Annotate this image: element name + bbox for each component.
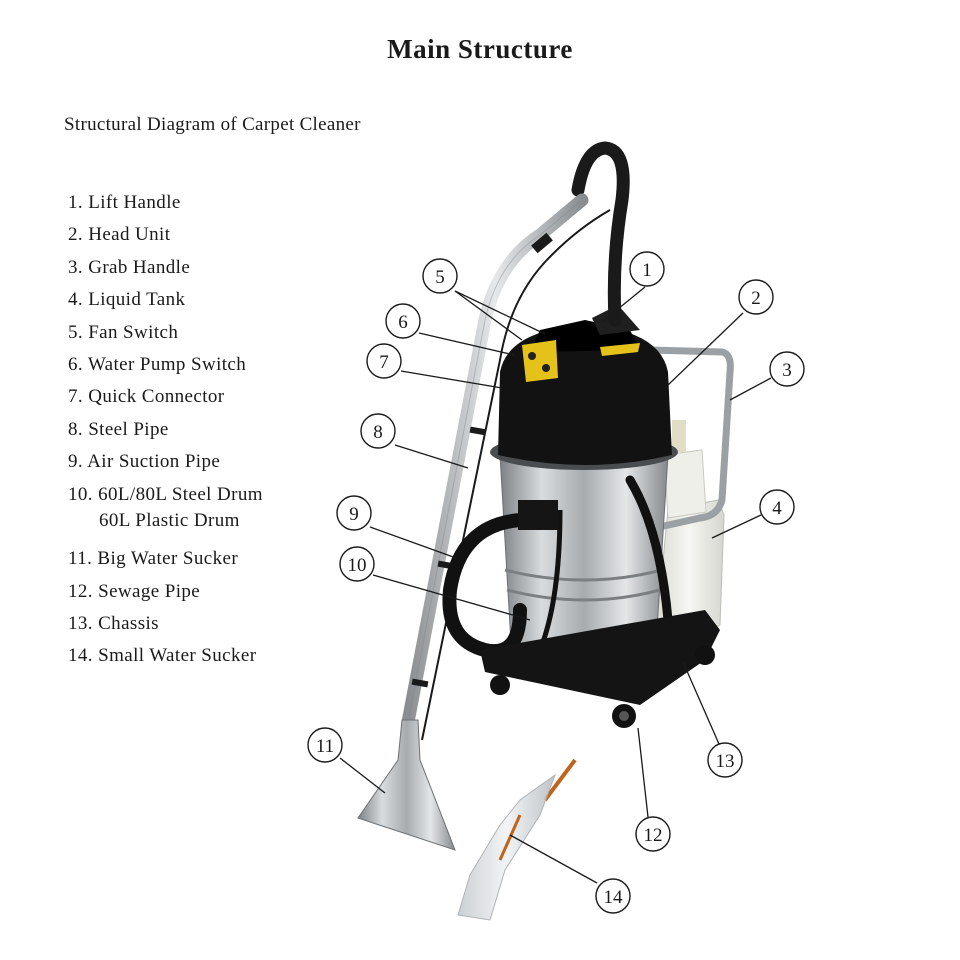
callout-13: 13 [707,742,743,778]
callout-number: 8 [373,422,383,443]
callout-number: 13 [716,751,735,772]
legend-label: 12. Sewage Pipe [68,580,201,602]
leader-line-4 [711,514,762,539]
lift-handle-hose-shape [571,141,630,327]
legend-label: 2. Head Unit [68,224,171,246]
legend-label: 7. Quick Connector [68,386,225,408]
legend-label: 5. Fan Switch [68,321,179,343]
legend-label: 3. Grab Handle [68,256,191,278]
legend-item-fan-switch: 5. Fan Switch [68,320,263,352]
callout-7: 7 [366,343,402,379]
callout-number: 11 [316,736,334,757]
callout-5: 5 [422,258,458,294]
legend-item-lift-handle: 1. Lift Handle [68,190,263,222]
parts-legend: 1. Lift Handle 2. Head Unit 3. Grab Hand… [68,190,263,676]
callout-3: 3 [769,351,805,387]
callout-number: 9 [349,504,359,525]
leader-line-3 [729,377,772,401]
legend-item-quick-connector: 7. Quick Connector [68,384,263,416]
callout-number: 2 [751,288,761,309]
callout-number: 3 [782,360,792,381]
steel-pipe-shape [401,193,589,729]
legend-item-liquid-tank: 4. Liquid Tank [68,287,263,319]
leader-line-2 [667,312,744,386]
callout-2: 2 [738,279,774,315]
leader-line-9 [369,526,457,559]
callout-6: 6 [385,303,421,339]
legend-item-steel-pipe: 8. Steel Pipe [68,417,263,449]
legend-item-small-water-sucker: 14. Small Water Sucker [68,643,263,675]
legend-label: 13. Chassis [68,613,159,635]
callout-number: 6 [398,312,408,333]
legend-item-chassis: 13. Chassis [68,611,263,643]
legend-item-big-water-sucker: 11. Big Water Sucker [68,546,263,578]
leader-line-1 [601,286,646,323]
callout-number: 4 [772,498,782,519]
leader-line-11 [339,757,386,794]
callout-8: 8 [360,413,396,449]
legend-label: 10. 60L/80L Steel Drum [68,483,263,505]
legend-item-head-unit: 2. Head Unit [68,222,263,254]
page-title: Main Structure [387,34,573,64]
leader-line-5b [454,290,546,335]
callout-number: 1 [642,260,652,281]
callout-badges: 1 2 3 4 5 6 7 8 9 10 11 12 13 14 [307,251,805,914]
leader-line-13 [682,661,720,745]
small-water-sucker-shape [457,758,577,921]
legend-item-air-suction-pipe: 9. Air Suction Pipe [68,449,263,481]
grab-handle-shape [642,346,734,534]
legend-label: 4. Liquid Tank [68,289,186,311]
leader-line-5a [454,290,523,341]
legend-label: 6. Water Pump Switch [68,353,247,375]
callout-4: 4 [759,489,795,525]
legend-item-drum: 10. 60L/80L Steel Drum 60L Plastic Drum [68,482,263,547]
callout-9: 9 [336,495,372,531]
leader-line-8 [394,444,469,469]
callout-number: 10 [348,555,367,576]
head-unit-shape [498,305,672,465]
legend-label: 1. Lift Handle [68,192,181,213]
callout-number: 7 [379,352,389,373]
callout-number: 5 [435,267,445,288]
legend-label: 14. Small Water Sucker [68,645,257,667]
leader-line-7 [400,370,503,389]
callout-10: 10 [339,546,375,582]
legend-item-grab-handle: 3. Grab Handle [68,255,263,287]
leader-line-12 [637,727,649,818]
diagram-subtitle: Structural Diagram of Carpet Cleaner [64,114,361,135]
leader-line-10 [372,574,531,621]
leader-line-6 [418,332,515,356]
legend-label: 9. Air Suction Pipe [68,451,221,473]
callout-12: 12 [635,816,671,852]
callout-lines [339,286,772,884]
legend-label: 11. Big Water Sucker [68,548,239,570]
callout-number: 14 [604,887,624,908]
legend-item-water-pump-switch: 6. Water Pump Switch [68,352,263,384]
legend-item-sewage-pipe: 12. Sewage Pipe [68,579,263,611]
leader-line-14 [509,834,598,884]
callout-number: 12 [644,825,663,846]
callout-1: 1 [629,251,665,287]
legend-label-secondary: 60L Plastic Drum [99,509,240,531]
machine-artwork [357,141,734,921]
callout-14: 14 [595,878,631,914]
callout-11: 11 [307,727,343,763]
chassis-shape [480,610,720,728]
legend-label: 8. Steel Pipe [68,418,169,440]
big-water-sucker-shape [357,719,456,851]
